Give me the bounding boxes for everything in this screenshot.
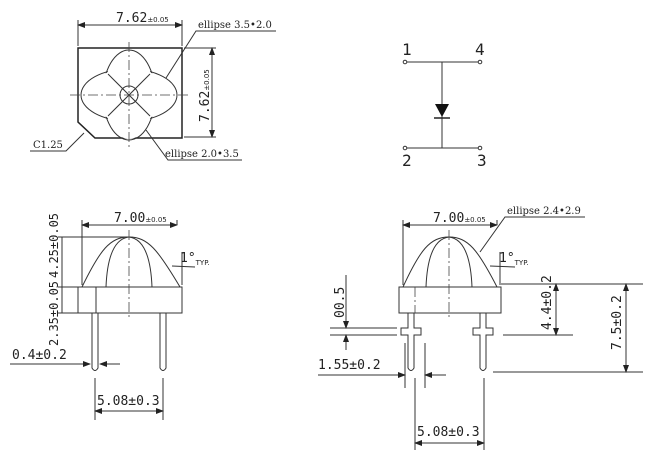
ellipse-label-2: ellipse 2.0•3.5 xyxy=(165,149,239,160)
lead-spacing-left: 5.08±0.3 xyxy=(97,394,160,409)
chamfer-label: C1.25 xyxy=(33,140,63,151)
side-view-right: 7.00±0.05 ellipse 2.4•2.9 1°TYP. 4.4±0.2… xyxy=(318,206,643,450)
ellipse-label-3: ellipse 2.4•2.9 xyxy=(507,206,581,217)
lead-spacing-right: 5.08±0.3 xyxy=(417,425,480,440)
top-width-dim: 7.62±0.05 xyxy=(116,11,169,26)
pin-3-label: 3 xyxy=(477,151,487,170)
svg-text:7.00±0.05: 7.00±0.05 xyxy=(433,211,486,226)
pin-4-label: 4 xyxy=(475,40,485,59)
pin-2-label: 2 xyxy=(402,151,412,170)
base-height-dim: 2.35±0.05 xyxy=(47,281,61,346)
pin-1-label: 1 xyxy=(402,40,412,59)
dome-height-dim: 4.25±0.05 xyxy=(47,213,61,278)
top-height-dim: 7.62±0.05 xyxy=(198,69,213,122)
side-view-left: 7.00±0.05 4.25±0.05 2.35±0.05 1°TYP. 0.4… xyxy=(10,211,210,420)
diode-symbol xyxy=(435,104,449,117)
package-outline xyxy=(77,47,183,139)
ellipse-label-1: ellipse 3.5•2.0 xyxy=(198,20,272,31)
total-height-dim: 7.5±0.2 xyxy=(610,295,625,350)
shoulder-width-dim: 1.55±0.2 xyxy=(318,358,381,373)
top-view: 7.62±0.05 7.62±0.05 ellipse 3.5•2.0 elli… xyxy=(30,11,276,161)
lead-width-dim: 0.4±0.2 xyxy=(12,348,67,363)
shoulder-height-dim: 4.4±0.2 xyxy=(540,275,555,330)
standoff-dim: 00.5 xyxy=(333,287,348,318)
angle-left: 1°TYP. xyxy=(180,251,210,267)
angle-right: 1°TYP. xyxy=(499,251,529,267)
diode-schematic: 1 4 2 3 xyxy=(402,40,487,170)
svg-text:7.00±0.05: 7.00±0.05 xyxy=(114,211,167,226)
